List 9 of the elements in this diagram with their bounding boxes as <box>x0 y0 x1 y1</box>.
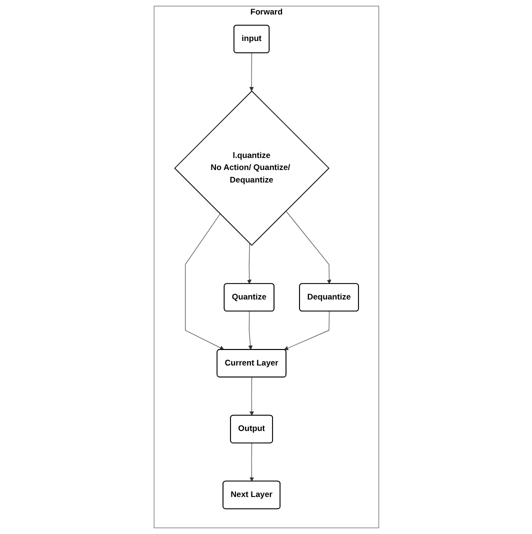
arrow <box>246 243 252 284</box>
node-diamond: l.quantize No Action/ Quantize/ Dequantize <box>174 90 329 246</box>
arrow <box>249 442 254 482</box>
arrow <box>248 52 254 92</box>
arrow <box>184 214 224 350</box>
arrow <box>285 210 331 284</box>
arrow <box>248 311 252 350</box>
arrow <box>283 311 330 350</box>
arrow <box>249 377 254 416</box>
